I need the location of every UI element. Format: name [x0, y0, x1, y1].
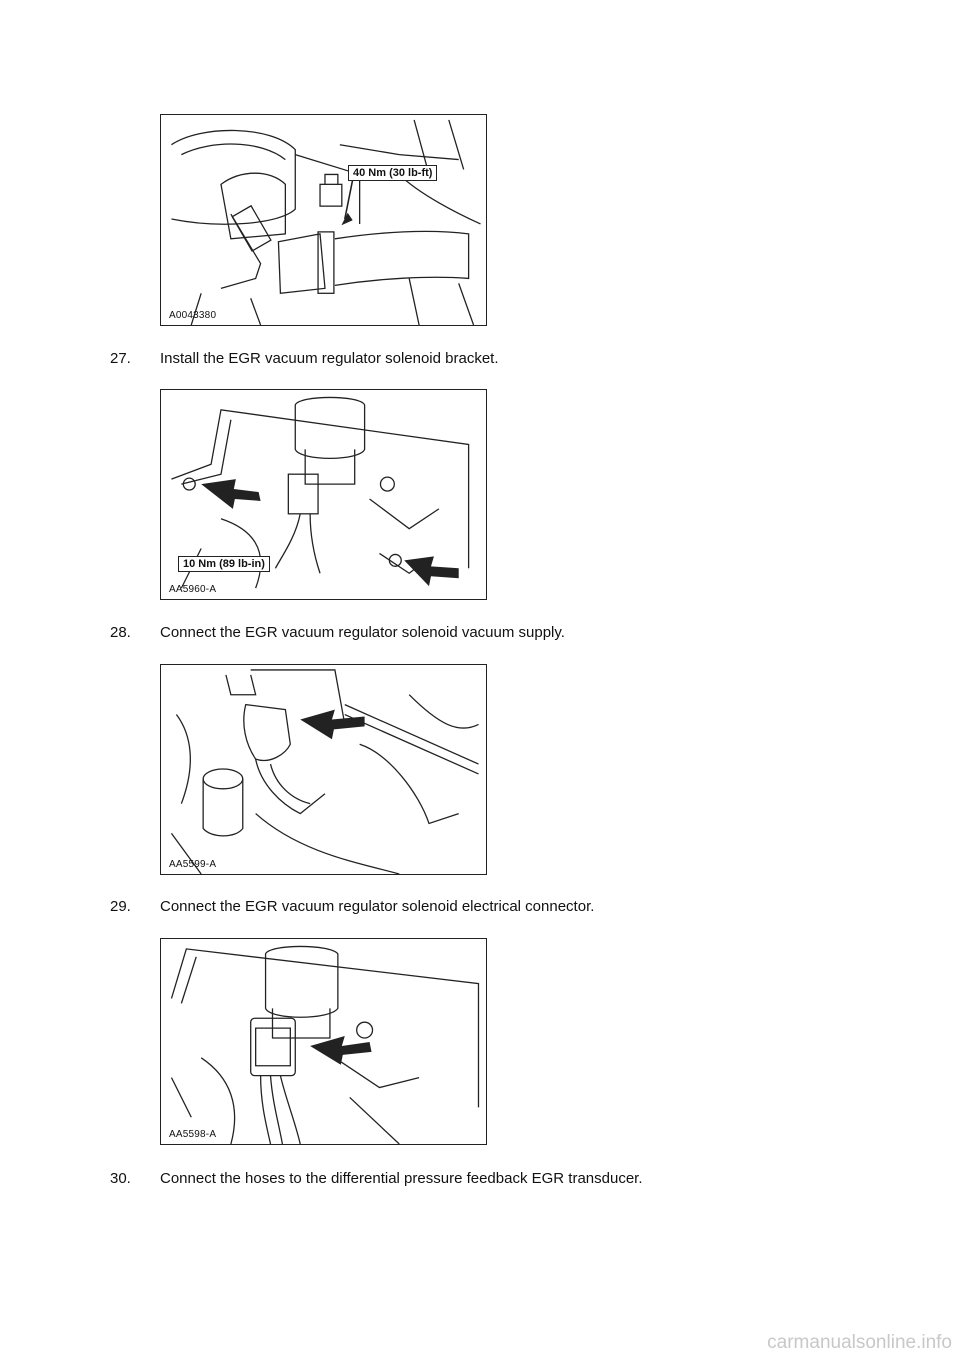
- step-27: 27. Install the EGR vacuum regulator sole…: [110, 350, 499, 367]
- figure-code: AA5960-A: [169, 584, 217, 595]
- torque-callout: 40 Nm (30 lb-ft): [348, 165, 438, 181]
- step-text: Connect the EGR vacuum regulator solenoi…: [160, 898, 595, 915]
- figure-code: A0043380: [169, 310, 217, 321]
- step-text: Connect the hoses to the differential pr…: [160, 1170, 643, 1187]
- step-28: 28. Connect the EGR vacuum regulator sole…: [110, 624, 565, 641]
- figure-solenoid-bracket: 10 Nm (89 lb-in) AA5960-A: [160, 389, 487, 600]
- step-number: 27.: [110, 350, 131, 367]
- step-number: 29.: [110, 898, 131, 915]
- step-text: Connect the EGR vacuum regulator solenoi…: [160, 624, 565, 641]
- line-art-illustration: [170, 945, 480, 1144]
- figure-code: AA5599-A: [169, 859, 217, 870]
- step-text: Install the EGR vacuum regulator solenoi…: [160, 350, 499, 367]
- step-number: 28.: [110, 624, 131, 641]
- line-art-illustration: [170, 669, 479, 874]
- figure-code: AA5598-A: [169, 1129, 217, 1140]
- line-art-illustration: [171, 396, 470, 589]
- figure-electrical-connector: AA5598-A: [160, 938, 487, 1145]
- watermark-text: carmanualsonline.info: [767, 1332, 952, 1353]
- line-art-illustration: [171, 119, 481, 325]
- torque-callout: 10 Nm (89 lb-in): [178, 556, 270, 572]
- step-number: 30.: [110, 1170, 131, 1187]
- figure-vacuum-supply: AA5599-A: [160, 664, 487, 875]
- figure-egr-valve-tube: 40 Nm (30 lb-ft) A0043380: [160, 114, 487, 326]
- step-30: 30. Connect the hoses to the differential…: [110, 1170, 643, 1187]
- step-29: 29. Connect the EGR vacuum regulator sole…: [110, 898, 594, 915]
